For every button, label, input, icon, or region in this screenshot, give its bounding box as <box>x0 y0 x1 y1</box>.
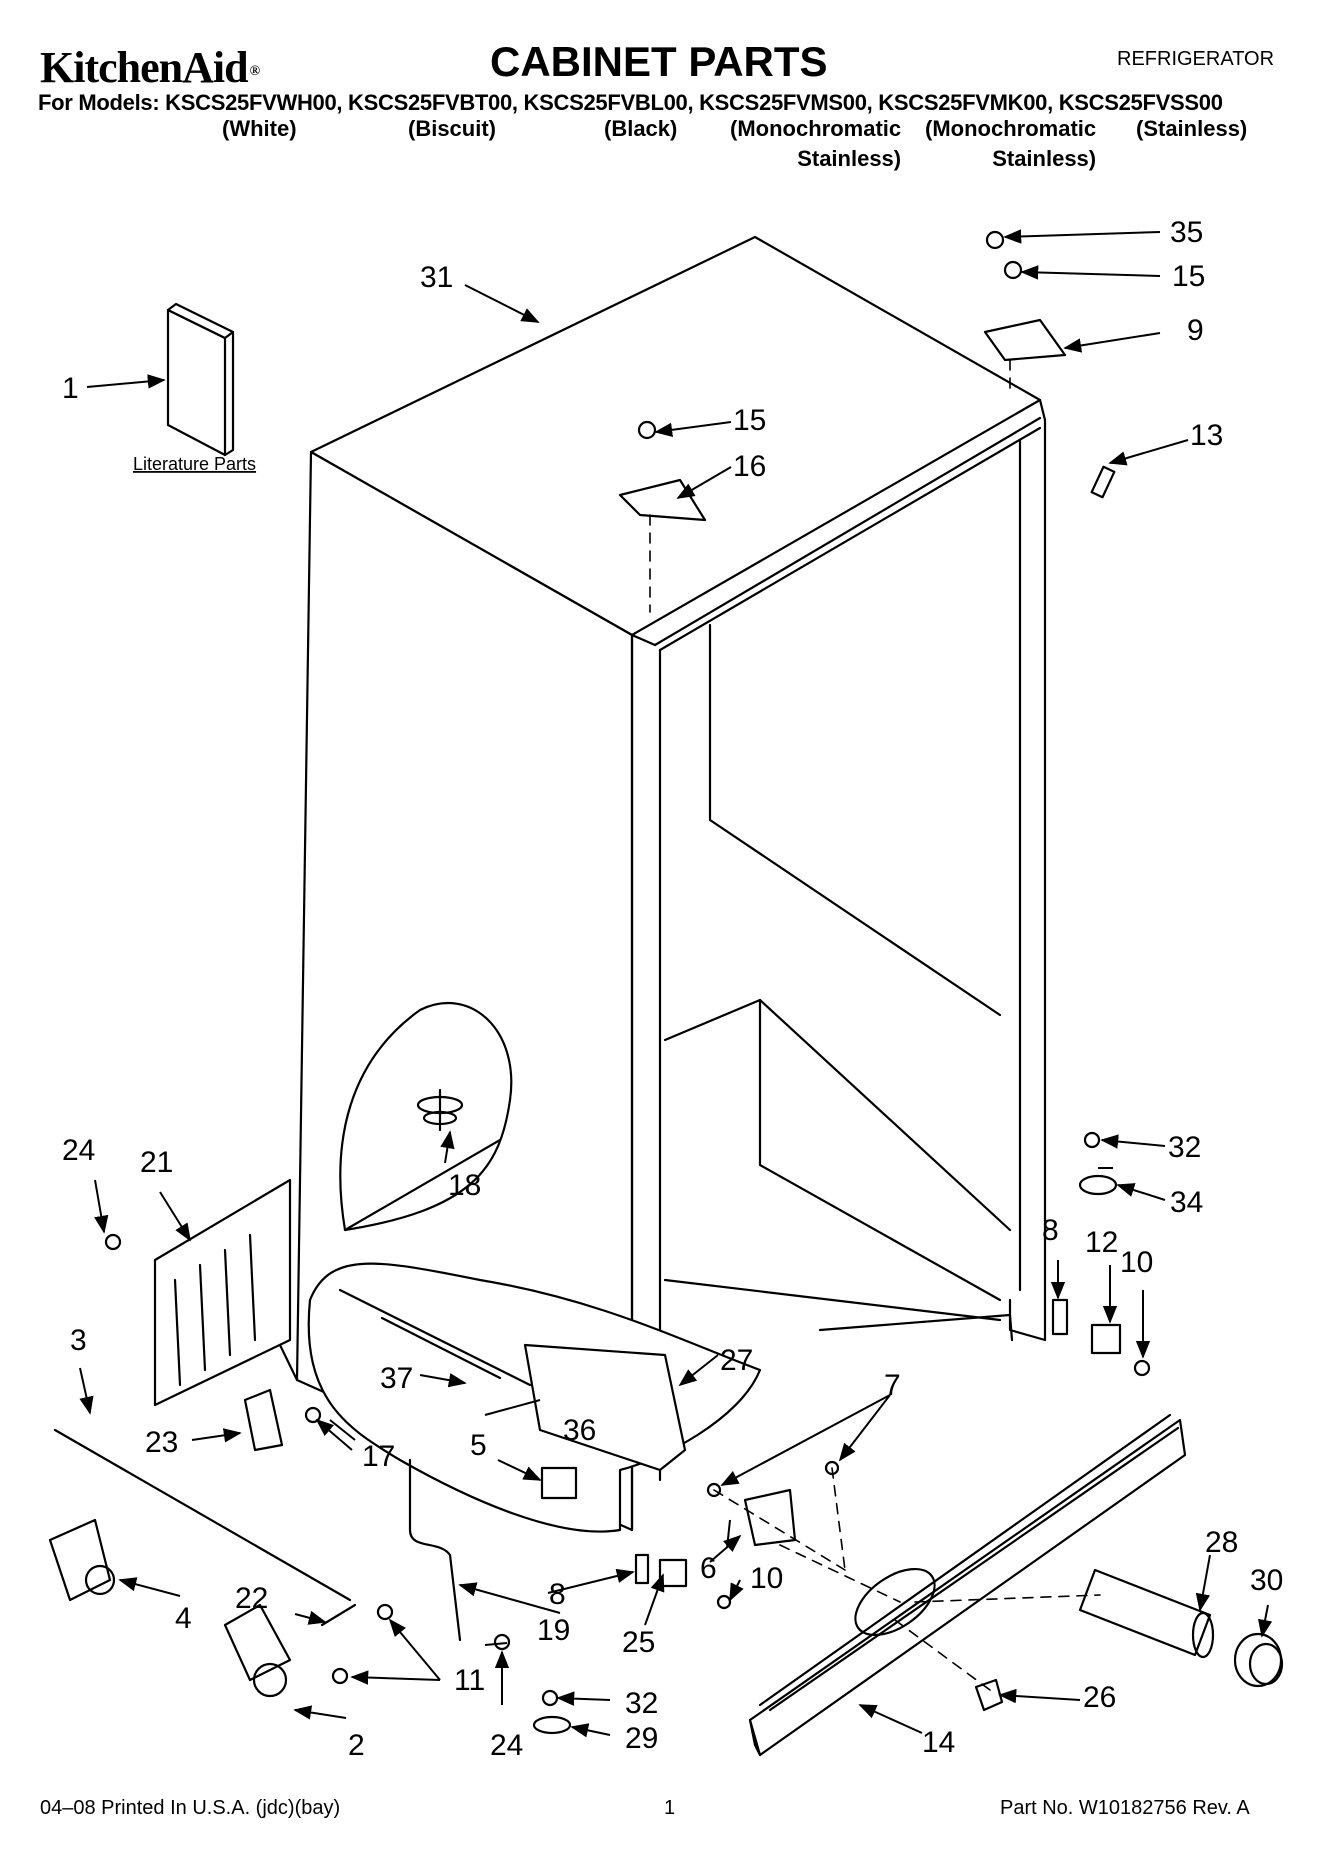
screw-11-lower-icon <box>331 1667 349 1685</box>
screw-10-left-icon <box>716 1594 732 1610</box>
print-info: 04–08 Printed In U.S.A. (jdc)(bay) <box>40 1797 341 1819</box>
registered-mark: ® <box>249 63 261 79</box>
callout-15-top: 15 <box>1172 260 1205 293</box>
variant-stainless: (Stainless) <box>1136 116 1248 141</box>
leveling-rod-icon <box>53 1428 352 1602</box>
callout-4: 4 <box>175 1602 192 1635</box>
callout-2: 2 <box>348 1729 365 1762</box>
part-5-icon <box>540 1466 578 1500</box>
callout-36: 36 <box>563 1414 596 1447</box>
callout-21: 21 <box>140 1146 173 1179</box>
screw-10-right-icon <box>1133 1359 1151 1377</box>
ice-maker-27-icon <box>523 1343 687 1472</box>
screw-32-upper-icon <box>1083 1131 1101 1149</box>
drain-tube-icon <box>408 1458 462 1642</box>
callout-26: 26 <box>1083 1681 1116 1714</box>
callout-12: 12 <box>1085 1226 1118 1259</box>
appliance-type: REFRIGERATOR <box>1117 48 1275 70</box>
literature-parts-label: Literature Parts <box>133 454 256 474</box>
callout-32-lower: 32 <box>625 1687 658 1720</box>
page-title: CABINET PARTS <box>490 38 828 85</box>
screw-11-icon <box>376 1603 394 1621</box>
callout-24-lower: 24 <box>490 1729 523 1762</box>
callout-28: 28 <box>1205 1526 1238 1559</box>
tube-36-icon <box>338 1288 532 1387</box>
callout-18: 18 <box>448 1169 481 1202</box>
callout-8-left: 8 <box>549 1578 566 1611</box>
callout-31: 31 <box>420 261 453 294</box>
brand-name: KitchenAid <box>40 43 249 92</box>
roller-cap-34-icon <box>1078 1174 1118 1196</box>
variant-white: (White) <box>222 116 297 141</box>
callout-11: 11 <box>454 1664 485 1697</box>
front-roller-icon <box>223 1603 292 1698</box>
filter-cap-icon <box>1233 1632 1284 1688</box>
hinge-bracket-9-icon <box>983 318 1067 362</box>
callout-32-upper: 32 <box>1168 1131 1201 1164</box>
callout-19: 19 <box>537 1614 570 1647</box>
callout-3: 3 <box>70 1324 87 1357</box>
callout-14: 14 <box>922 1726 955 1759</box>
brand-logo: KitchenAid® <box>40 42 261 93</box>
variant-biscuit: (Biscuit) <box>408 116 496 141</box>
callout-7: 7 <box>884 1369 901 1402</box>
callout-9: 9 <box>1187 314 1204 347</box>
callout-24-upper: 24 <box>62 1134 95 1167</box>
callout-30: 30 <box>1250 1564 1283 1597</box>
callout-6: 6 <box>700 1552 717 1585</box>
bracket-8-right-icon <box>1051 1298 1069 1336</box>
screw-35-icon <box>985 230 1005 250</box>
pin-22-icon <box>320 1603 357 1627</box>
callout-15: 15 <box>733 404 766 437</box>
callout-34: 34 <box>1170 1186 1203 1219</box>
access-panel-icon <box>153 1178 292 1407</box>
screw-24-lower-icon <box>493 1633 511 1651</box>
literature-booklet-icon <box>166 302 235 457</box>
callout-5: 5 <box>470 1429 487 1462</box>
screw-24-upper-icon <box>104 1233 122 1251</box>
bracket-8-left-icon <box>634 1553 650 1585</box>
rear-roller-icon <box>48 1518 116 1602</box>
page-number: 1 <box>664 1797 676 1819</box>
callout-17: 17 <box>362 1440 395 1473</box>
callout-22: 22 <box>235 1582 268 1615</box>
bracket-12-icon <box>1090 1323 1122 1355</box>
screw-15-top-icon <box>1003 260 1023 280</box>
callout-29: 29 <box>625 1722 658 1755</box>
clip-26-icon <box>974 1678 1004 1712</box>
roller-cap-29-icon <box>532 1715 572 1735</box>
callout-35: 35 <box>1170 216 1203 249</box>
callout-23: 23 <box>145 1426 178 1459</box>
cabinet-shell <box>268 235 1047 1532</box>
callout-25: 25 <box>622 1626 655 1659</box>
screw-32-lower-icon <box>541 1689 559 1707</box>
callout-1: 1 <box>62 372 79 405</box>
bracket-25-icon <box>658 1558 688 1588</box>
callout-27: 27 <box>720 1344 753 1377</box>
part-number: Part No. W10182756 Rev. A <box>1000 1797 1250 1819</box>
toe-grille-icon <box>748 1413 1187 1757</box>
callout-10-right: 10 <box>1120 1246 1153 1279</box>
bracket-6-icon <box>743 1488 797 1547</box>
bracket-23-icon <box>243 1388 284 1452</box>
clip-13-icon <box>1090 465 1116 499</box>
callout-37: 37 <box>380 1362 413 1395</box>
callout-8-right: 8 <box>1042 1214 1059 1247</box>
models-line: For Models: KSCS25FVWH00, KSCS25FVBT00, … <box>38 90 1223 115</box>
callout-16: 16 <box>733 450 766 483</box>
water-filter-icon <box>1078 1568 1215 1659</box>
variant-black: (Black) <box>604 116 678 141</box>
callout-10-left: 10 <box>750 1562 783 1595</box>
callout-13: 13 <box>1190 419 1223 452</box>
screw-7-left-icon <box>706 1482 722 1498</box>
screw-17-icon <box>304 1406 322 1424</box>
tube-37-icon <box>380 1316 502 1380</box>
